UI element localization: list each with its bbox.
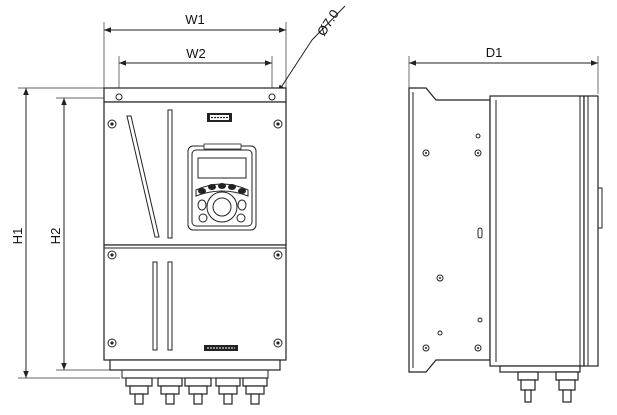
lower-cover: [103, 244, 287, 361]
jog-dial: [212, 197, 232, 217]
mounting-hole-right: [268, 93, 276, 101]
h2-dimension: H2: [48, 97, 118, 371]
side-view: D1: [408, 45, 603, 403]
cover-screws: [107, 119, 283, 348]
keypad: [187, 143, 257, 231]
h1-dimension: H1: [10, 87, 120, 379]
cable-glands-front: [121, 369, 269, 405]
brand-plate: [207, 113, 232, 122]
side-body: [489, 95, 585, 367]
w2-label: W2: [186, 46, 206, 61]
vent-slots: [126, 109, 173, 351]
rating-plate: [204, 345, 238, 351]
w1-label: W1: [185, 12, 205, 27]
h1-label: H1: [10, 228, 25, 245]
front-enclosure: [103, 87, 287, 405]
hole-diameter-label: Ø7.0: [314, 7, 342, 39]
side-front-cover: [583, 95, 599, 367]
side-screws: [422, 133, 483, 352]
keypad-display: [197, 157, 247, 179]
side-enclosure: [408, 87, 603, 403]
h2-label: H2: [48, 228, 63, 245]
w1-dimension: W1: [103, 12, 287, 94]
d1-label: D1: [486, 45, 503, 60]
mounting-hole-left: [115, 93, 123, 101]
upper-cover: [103, 101, 287, 246]
d1-dimension: D1: [408, 45, 599, 94]
front-view: W1 W2 Ø7.0 H1 H2: [10, 5, 346, 405]
cable-glands-side: [517, 371, 579, 403]
hole-diameter-leader: Ø7.0: [277, 5, 346, 93]
